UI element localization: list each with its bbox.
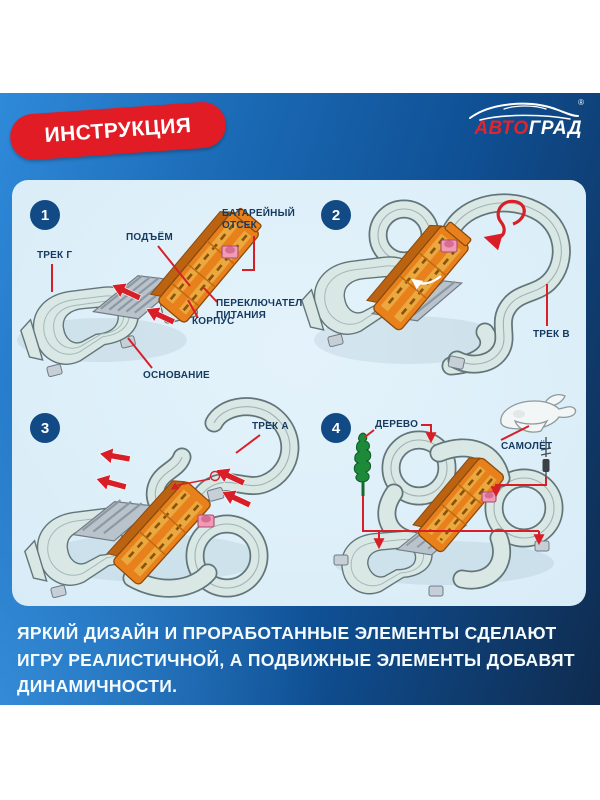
footer-line-1: ЯРКИЙ ДИЗАЙН И ПРОРАБОТАННЫЕ ЭЛЕМЕНТЫ СД… xyxy=(17,623,557,643)
footer-line-2: ИГРУ РЕАЛИСТИЧНОЙ, А ПОДВИЖНЫЕ ЭЛЕМЕНТЫ … xyxy=(17,649,575,670)
assembly-arrow xyxy=(215,467,246,487)
rotate-white-arrow xyxy=(411,275,442,290)
label-base: ОСНОВАНИЕ xyxy=(143,370,210,381)
assembled-track xyxy=(24,480,269,599)
step-3-art xyxy=(24,397,300,599)
instruction-banner-label: ИНСТРУКЦИЯ xyxy=(43,113,193,148)
car-silhouette-icon xyxy=(469,102,579,121)
brand-wordmark-white: ГРАД xyxy=(528,118,582,139)
leader-track-a xyxy=(235,434,261,454)
red-connectors xyxy=(362,424,547,550)
airplane-icon xyxy=(500,394,577,433)
step-1-art xyxy=(17,207,262,378)
step-3-number: 3 xyxy=(30,413,60,443)
step-2-number: 2 xyxy=(321,200,351,230)
screw-point-leader xyxy=(170,478,211,490)
label-plane: САМОЛЁТ xyxy=(501,441,553,452)
screw-point-marker xyxy=(209,470,221,482)
step-4-diagram: 4 ДЕРЕВО САМОЛЁТ xyxy=(299,393,586,606)
assembly-arrow xyxy=(111,282,142,302)
step-1-number: 1 xyxy=(30,200,60,230)
battery-compartment-knob xyxy=(221,245,239,259)
leader-lines xyxy=(51,236,255,369)
step-4-art xyxy=(333,394,577,597)
battery-compartment-knob xyxy=(197,514,215,528)
label-track-g: ТРЕК Г xyxy=(37,250,73,261)
tree-icon xyxy=(353,432,372,496)
battery-compartment-knob xyxy=(481,491,497,503)
assembly-arrow xyxy=(95,474,128,491)
insert-s-arrow xyxy=(483,199,526,251)
label-body: КОРПУС xyxy=(192,316,235,327)
label-track-b: ТРЕК В xyxy=(533,329,570,340)
step-2-art xyxy=(301,193,571,376)
footer-text: ЯРКИЙ ДИЗАЙН И ПРОРАБОТАННЫЕ ЭЛЕМЕНТЫ СД… xyxy=(17,620,592,700)
assembly-arrow xyxy=(98,447,131,465)
battery-compartment-knob xyxy=(440,239,458,253)
brand-logo: ® АВТОГРАД xyxy=(446,98,584,139)
brand-wordmark: АВТОГРАД xyxy=(446,118,582,139)
registered-trademark: ® xyxy=(578,98,584,107)
step-3-diagram: 3 ТРЕК А xyxy=(12,393,300,606)
label-lift: ПОДЪЁМ xyxy=(126,232,173,243)
assembly-arrow xyxy=(221,489,252,509)
label-track-a: ТРЕК А xyxy=(252,421,289,432)
plane-pole xyxy=(540,437,552,477)
brand-wordmark-red: АВТО xyxy=(474,118,529,139)
step-4-number: 4 xyxy=(321,413,351,443)
label-tree: ДЕРЕВО xyxy=(375,419,419,430)
step-2-diagram: 2 ТРЕК В xyxy=(299,180,586,393)
assembly-arrow xyxy=(145,306,176,326)
footer-line-3: ДИНАМИЧНОСТИ. xyxy=(17,676,178,696)
assembled-track xyxy=(333,430,564,597)
